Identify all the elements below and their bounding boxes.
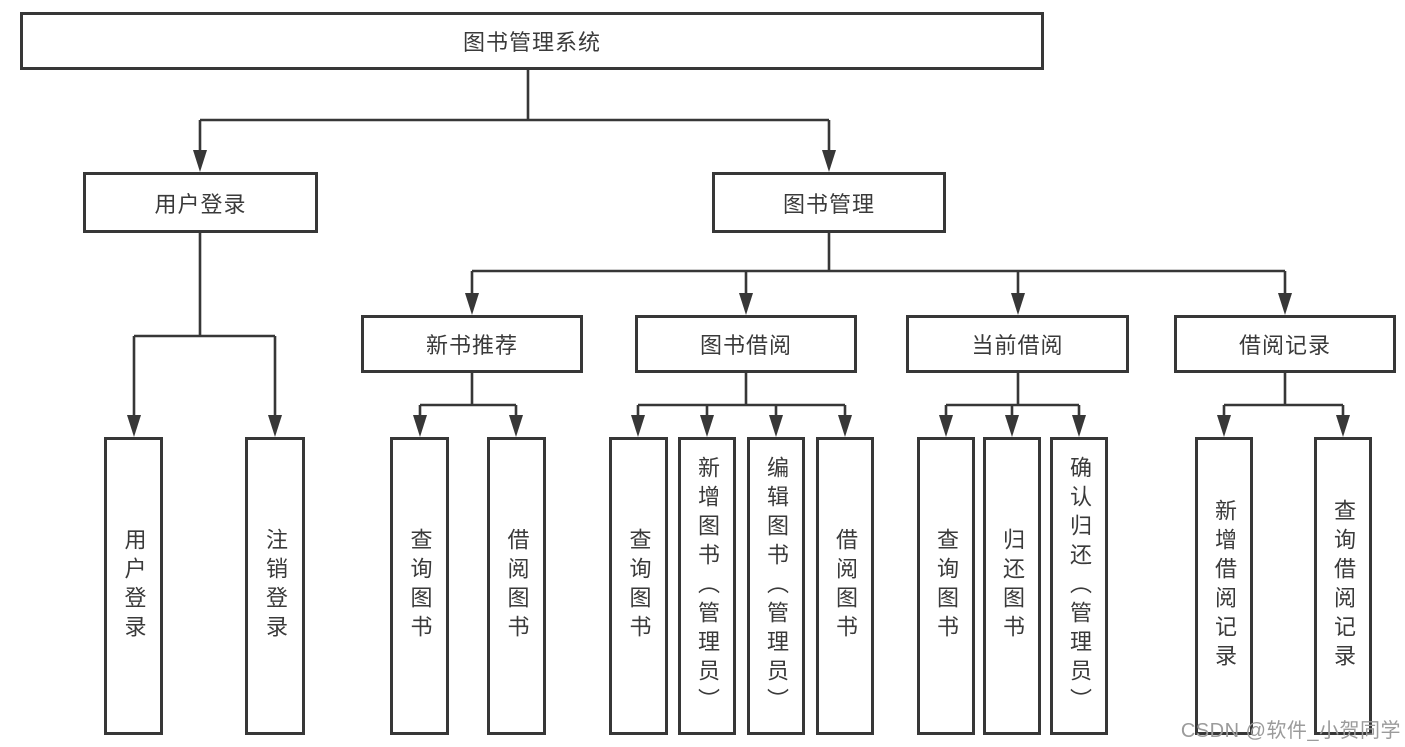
node-root-label: 图书管理系统 [462,30,601,55]
node-bb-add-book: 新增图书（管理员） [678,437,736,735]
connector-root-to-level2 [193,70,836,172]
node-cb-query-book-label: 查询图书 [934,528,959,644]
node-new-book-recommend: 新书推荐 [361,315,583,373]
node-current-borrow: 当前借阅 [906,315,1129,373]
node-user-login: 用户登录 [83,172,318,233]
node-borrow-records-label: 借阅记录 [1238,333,1331,358]
node-book-borrow: 图书借阅 [635,315,857,373]
node-bb-edit-book: 编辑图书（管理员） [747,437,805,735]
node-new-book-recommend-label: 新书推荐 [425,333,518,358]
node-br-query-record-label: 查询借阅记录 [1331,499,1356,673]
node-bb-query-book: 查询图书 [609,437,668,735]
node-cb-confirm-return-label: 确认归还（管理员） [1067,455,1092,717]
node-book-borrow-label: 图书借阅 [699,333,792,358]
node-cb-confirm-return: 确认归还（管理员） [1050,437,1108,735]
connector-new-book-recommend-children [413,373,523,437]
node-cb-return-book: 归还图书 [983,437,1041,735]
node-bb-edit-book-label: 编辑图书（管理员） [764,455,789,717]
node-nb-query-book: 查询图书 [390,437,449,735]
node-current-borrow-label: 当前借阅 [971,333,1064,358]
node-cb-query-book: 查询图书 [917,437,975,735]
connector-current-borrow-children [939,373,1086,437]
connector-book-management-children [465,233,1292,315]
node-cb-return-book-label: 归还图书 [1000,528,1025,644]
node-bb-query-book-label: 查询图书 [626,528,652,644]
node-ul-user-login-label: 用户登录 [121,528,147,644]
node-nb-borrow-book-label: 借阅图书 [504,528,530,644]
node-nb-query-book-label: 查询图书 [407,528,433,644]
csdn-watermark: CSDN @软件_小贺同学 [1180,720,1401,742]
node-nb-borrow-book: 借阅图书 [487,437,546,735]
node-br-query-record: 查询借阅记录 [1314,437,1372,735]
node-user-login-label: 用户登录 [154,191,247,217]
node-bb-borrow-book-label: 借阅图书 [833,528,858,644]
node-borrow-records: 借阅记录 [1174,315,1396,373]
node-bb-borrow-book: 借阅图书 [816,437,874,735]
node-br-add-record: 新增借阅记录 [1195,437,1253,735]
connector-book-borrow-children [631,373,852,437]
node-br-add-record-label: 新增借阅记录 [1212,499,1237,673]
connector-user-login-children [127,233,282,437]
node-book-management-label: 图书管理 [782,191,875,217]
node-ul-logout: 注销登录 [245,437,305,735]
node-book-management: 图书管理 [712,172,946,233]
node-root: 图书管理系统 [20,12,1044,70]
node-ul-user-login: 用户登录 [104,437,163,735]
connector-borrow-records-children [1217,373,1350,437]
node-ul-logout-label: 注销登录 [263,528,288,644]
node-bb-add-book-label: 新增图书（管理员） [695,455,720,717]
